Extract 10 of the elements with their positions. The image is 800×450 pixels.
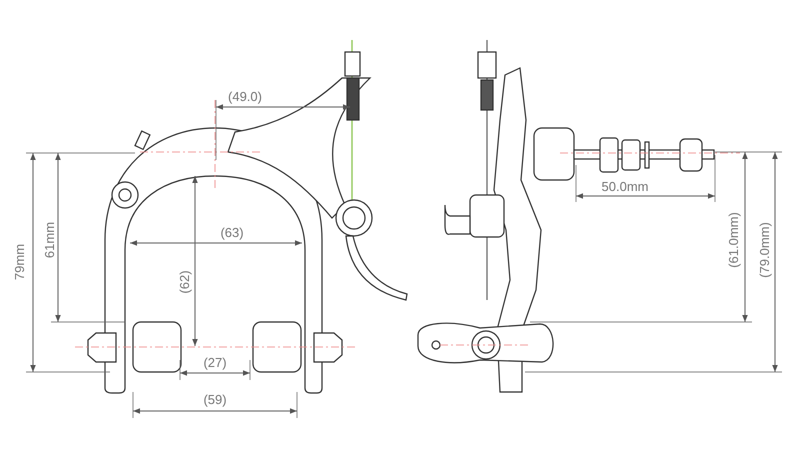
dimension-label: 50.0mm	[600, 180, 650, 194]
dimension-label: (63)	[219, 226, 245, 240]
dimension-label: (49.0)	[227, 90, 263, 104]
dimension-label: (79.0mm)	[758, 221, 772, 279]
dimension-label: (61.0mm)	[727, 211, 741, 269]
dimension-label: (62)	[178, 269, 192, 295]
dimension-label: (27)	[202, 356, 228, 370]
dimension-label: 61mm	[43, 220, 57, 260]
dimension-label: 79mm	[13, 242, 27, 282]
dimension-label: (59)	[202, 393, 228, 407]
